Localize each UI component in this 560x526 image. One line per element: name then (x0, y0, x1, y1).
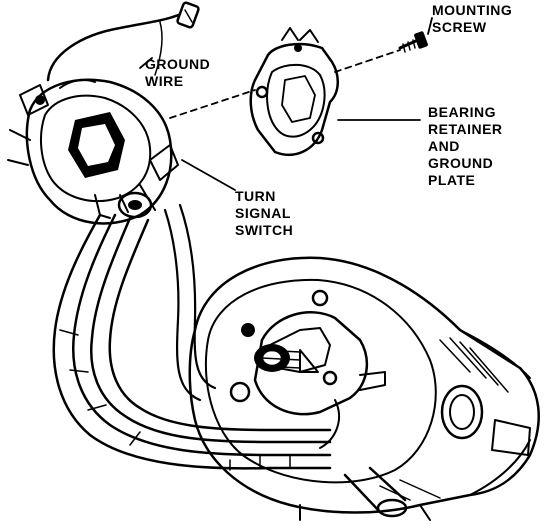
label-mounting-screw: MOUNTING SCREW (432, 2, 513, 35)
housing-bushing (440, 384, 531, 456)
mounting-screw (398, 31, 428, 53)
leader-lines (139, 17, 433, 191)
bearing-retainer-plate (249, 27, 339, 157)
label-bearing-retainer: BEARING RETAINER AND GROUND PLATE (428, 104, 503, 188)
label-turn-signal-switch: TURN SIGNAL SWITCH (235, 188, 294, 238)
wiring-harness (52, 203, 332, 471)
steering-shaft-hub (229, 289, 386, 449)
lever-stub (343, 466, 408, 518)
turn-signal-switch-assembly (7, 78, 179, 225)
ground-wire (46, 1, 200, 82)
label-ground-wire: GROUND WIRE (145, 56, 211, 89)
